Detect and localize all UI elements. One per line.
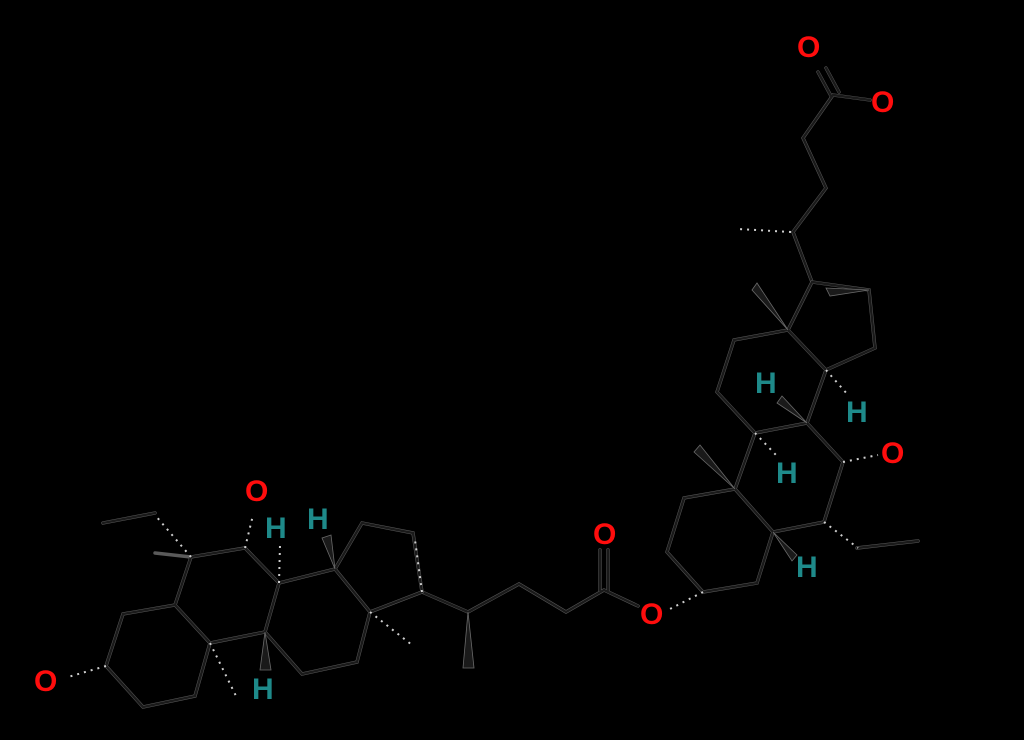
oxygen-label: O bbox=[881, 437, 904, 470]
hydrogen-label: H bbox=[776, 457, 798, 490]
oxygen-label: O bbox=[871, 86, 894, 119]
hydrogen-label: H bbox=[252, 673, 274, 706]
oxygen-label: O bbox=[34, 665, 57, 698]
oxygen-label: O bbox=[245, 475, 268, 508]
wedge-bonds bbox=[259, 282, 870, 671]
hashed-bonds bbox=[67, 228, 879, 697]
hydrogen-label: H bbox=[265, 512, 287, 545]
hydrogen-label: H bbox=[307, 503, 329, 536]
atom-labels: O O O H H H H O O O H H H O bbox=[34, 31, 904, 706]
oxygen-label: O bbox=[640, 598, 663, 631]
oxygen-label: O bbox=[593, 518, 616, 551]
hydrogen-label: H bbox=[796, 551, 818, 584]
bonds bbox=[101, 66, 920, 709]
oxygen-label: O bbox=[797, 31, 820, 64]
hydrogen-label: H bbox=[846, 396, 868, 429]
hydrogen-label: H bbox=[755, 367, 777, 400]
